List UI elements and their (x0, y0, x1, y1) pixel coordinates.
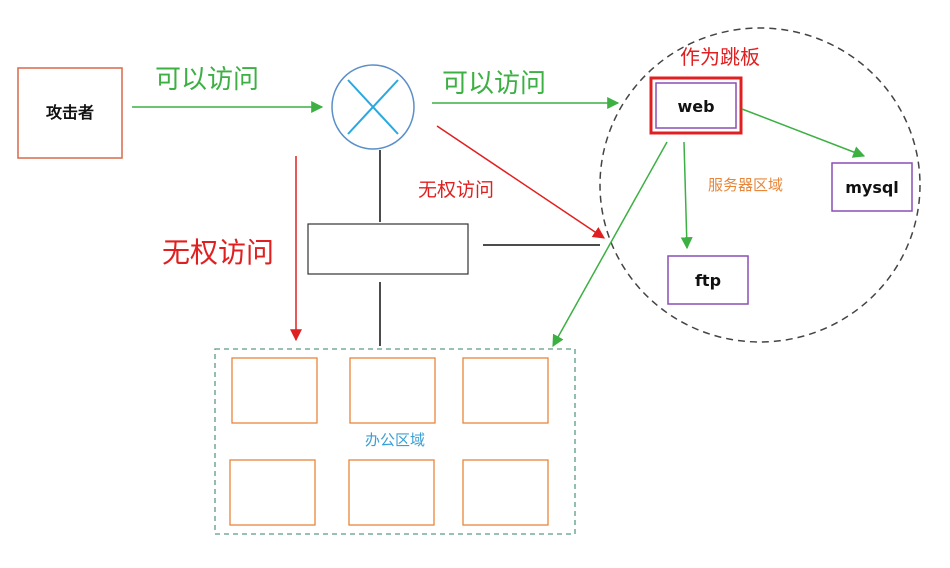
edge-router-web-label: 可以访问 (442, 69, 546, 99)
attacker-label: 攻击者 (46, 103, 94, 122)
ftp-label: ftp (695, 271, 721, 290)
mysql-node: mysql (831, 162, 913, 212)
edge-router-server-zone (436, 125, 605, 239)
office-zone-label: 办公区域 (365, 431, 425, 449)
edge-attacker-office-label: 无权访问 (162, 236, 274, 269)
web-label: web (677, 97, 714, 116)
office-pc-2 (349, 357, 436, 424)
router-node (331, 64, 415, 150)
web-node: web (649, 76, 743, 135)
office-pc-6 (462, 459, 549, 526)
server-zone (599, 27, 921, 343)
office-pc-3 (462, 357, 549, 424)
attacker-node: 攻击者 (17, 67, 123, 159)
pivot-label: 作为跳板 (680, 45, 760, 69)
switch-node (307, 223, 469, 275)
edge-web-mysql (741, 108, 866, 158)
office-pc-5 (348, 459, 435, 526)
office-pc-1 (231, 357, 318, 424)
office-pc-4 (229, 459, 316, 526)
edge-web-office (552, 141, 668, 348)
mysql-label: mysql (845, 178, 899, 197)
edge-attacker-router-label: 可以访问 (155, 65, 259, 95)
office-zone: 办公区域 (214, 348, 576, 535)
edge-router-server-zone-label: 无权访问 (418, 179, 494, 201)
edge-web-ftp (680, 141, 693, 250)
server-zone-label: 服务器区域 (708, 176, 783, 194)
ftp-node: ftp (667, 255, 749, 305)
